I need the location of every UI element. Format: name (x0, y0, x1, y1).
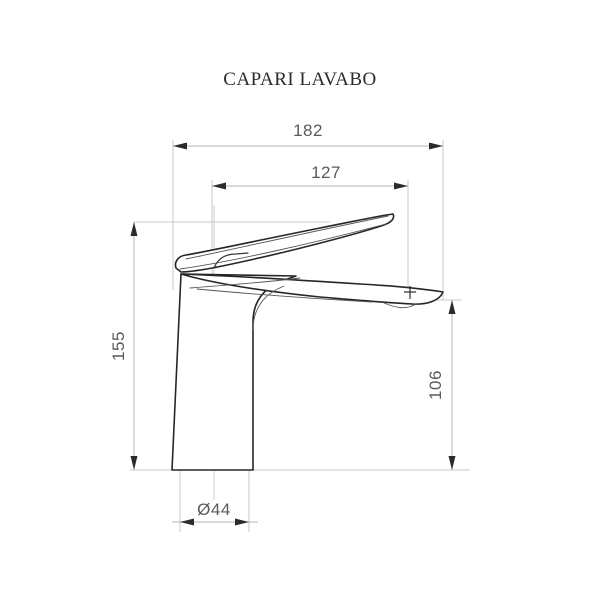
arrowhead-top-106 (448, 300, 456, 314)
dimension-label-106: 106 (426, 370, 445, 400)
arrowhead-bottom-155 (130, 456, 138, 470)
faucet-outline-group (171, 213, 444, 471)
dimension-spout-height: 106 (426, 300, 456, 470)
spout-inner-contour (196, 288, 373, 303)
arrowhead-bottom-106 (448, 456, 456, 470)
dimension-label-127: 127 (311, 163, 341, 182)
dimension-overall-height: 155 (109, 222, 138, 470)
arrowhead-right-182 (429, 142, 443, 150)
dimension-overall-width: 182 (173, 121, 443, 150)
arrowhead-right-127 (394, 182, 408, 190)
body-shoulder-line (189, 277, 301, 289)
lever-bottom-edge (179, 223, 387, 270)
dimension-base-diameter: Ø44 (172, 500, 258, 526)
arrowhead-right-dia44 (235, 518, 249, 526)
lever-pivot-collar (213, 252, 249, 269)
arrowhead-left-127 (212, 182, 226, 190)
drawing-title: CAPARI LAVABO (223, 69, 376, 90)
dimension-label-155: 155 (109, 331, 128, 361)
dimension-label-dia44: Ø44 (197, 500, 231, 519)
spout-tip-underside (383, 302, 417, 309)
spout-tip-crosshair (404, 286, 416, 299)
arrowhead-left-182 (173, 142, 187, 150)
spout-outline (180, 273, 444, 305)
lever-handle-outline (174, 213, 395, 273)
arrowhead-left-dia44 (180, 518, 194, 526)
faucet-body-outline (171, 273, 297, 471)
body-neck-curve (252, 285, 285, 331)
dimension-label-182: 182 (293, 121, 323, 140)
lever-top-edge (185, 215, 389, 260)
dimension-spout-reach: 127 (212, 163, 408, 190)
arrowhead-top-155 (130, 222, 138, 236)
